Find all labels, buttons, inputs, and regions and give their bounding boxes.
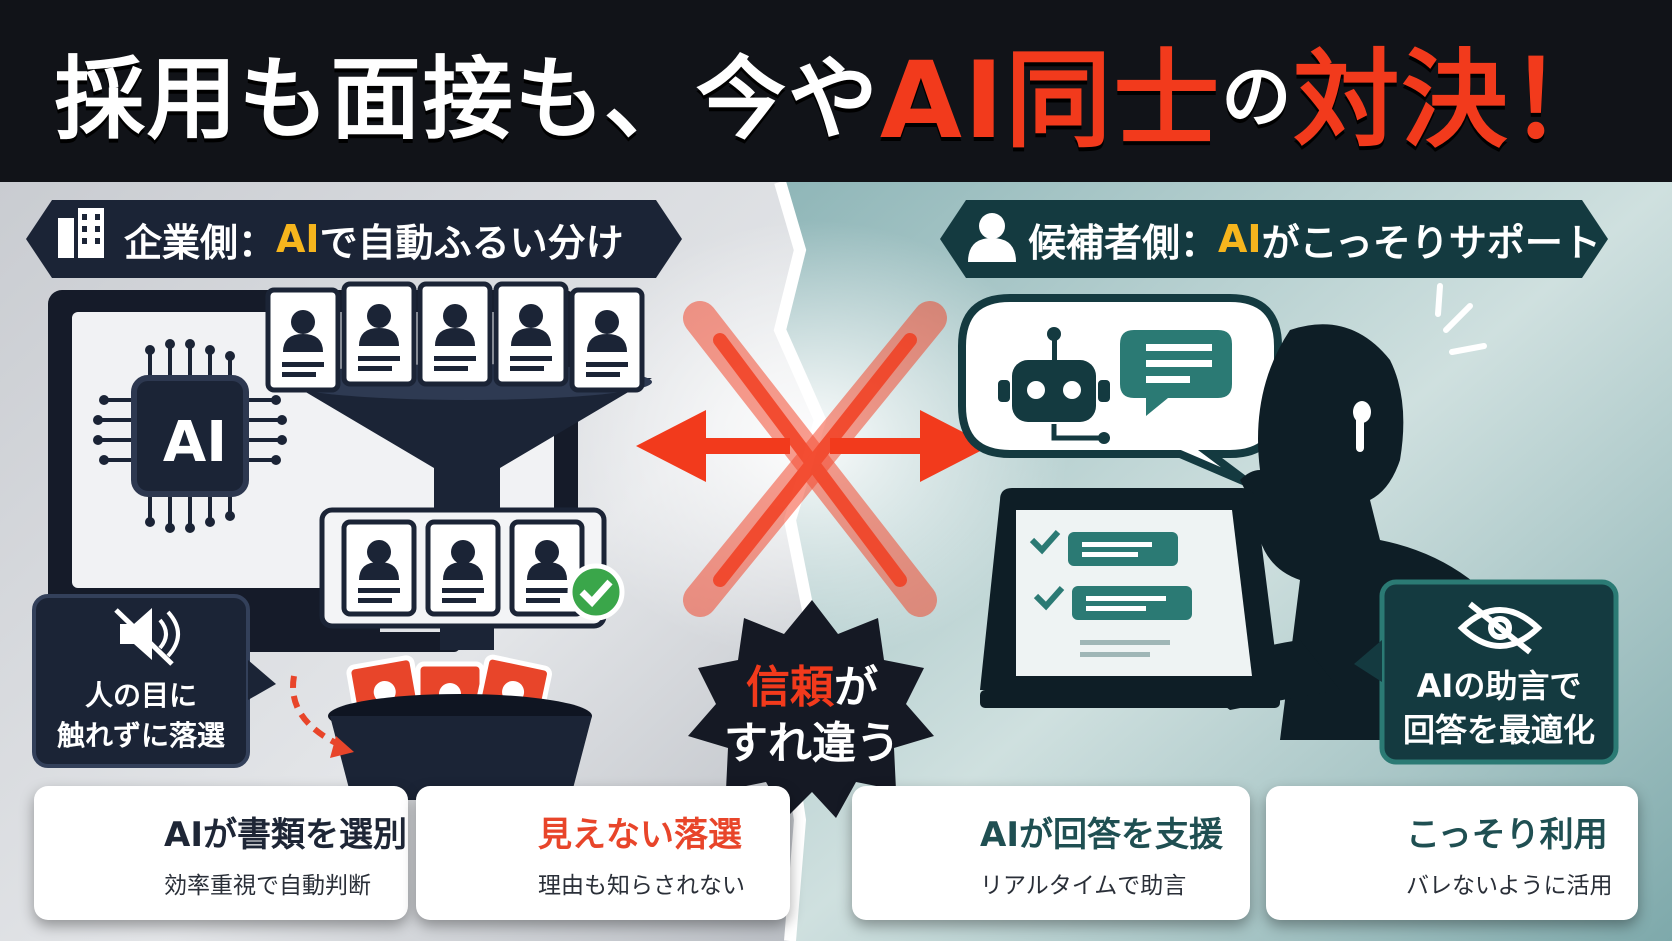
laptop	[980, 488, 1280, 708]
center-burst	[688, 600, 934, 818]
mute-callout-box	[32, 594, 276, 768]
card-ai-answer-support-subtitle: リアルタイムで助言	[980, 872, 1187, 899]
clash-x	[683, 301, 947, 617]
hidden-callout-box	[1354, 579, 1619, 765]
muted-speaker-icon	[114, 608, 180, 666]
burst-line1-white: が	[834, 662, 878, 713]
burst-line1-red: 信頼	[746, 662, 834, 713]
card-secret-use-title: こっそり利用	[1406, 814, 1608, 855]
person-icon	[968, 213, 1016, 262]
title-part4: 対決！	[1293, 39, 1618, 162]
mute-callout: 人の目に 触れずに落選	[34, 676, 248, 756]
left-header-ai: AI	[276, 217, 320, 261]
right-header-suffix: がこっそりサポート	[1261, 220, 1601, 265]
card-ai-screening: AIが書類を選別 効率重視で自動判断	[34, 786, 408, 920]
ai-chip-label: AI	[162, 410, 228, 475]
title-part2: AI同士	[879, 39, 1222, 162]
title-bar	[0, 0, 1672, 182]
hidden-callout: AIの助言で 回答を最適化	[1382, 664, 1616, 752]
robot-icon	[998, 327, 1110, 444]
arrow-left-icon	[636, 410, 790, 482]
title-part3: の	[1221, 55, 1294, 138]
right-header-pill	[940, 200, 1608, 278]
left-header-suffix: で自動ふるい分け	[319, 220, 624, 265]
resume-row-top	[265, 281, 645, 393]
card-secret-use: こっそり利用 バレないように活用	[1266, 786, 1638, 920]
trash-bin	[328, 694, 592, 800]
right-header-prefix: 候補者側：	[1028, 220, 1219, 265]
left-header-pill	[26, 200, 682, 278]
card-invisible-rejection-title: 見えない落選	[538, 814, 742, 855]
center-glow	[550, 220, 1070, 660]
hidden-callout-line2: 回答を最適化	[1402, 711, 1595, 749]
card-invisible-rejection-subtitle: 理由も知らされない	[538, 872, 745, 899]
hidden-callout-line1: AIの助言で	[1416, 667, 1582, 705]
building-icon	[58, 208, 104, 258]
dashed-arrow	[290, 675, 344, 749]
ai-chip-icon	[100, 346, 280, 526]
title-part1: 採用も面接も、今や	[54, 47, 880, 152]
card-ai-screening-title: AIが書類を選別	[164, 814, 407, 855]
right-header-ai: AI	[1218, 217, 1262, 261]
left-header-prefix: 企業側：	[124, 220, 277, 265]
chat-icon	[1120, 330, 1232, 416]
resume-row-middle	[319, 507, 625, 629]
check-badge-icon	[567, 563, 625, 621]
center-burst-label: 信頼が すれ違う	[712, 660, 912, 772]
card-invisible-rejection: 見えない落選 理由も知らされない	[416, 786, 790, 920]
arrow-right-icon	[830, 410, 990, 482]
burst-line2: すれ違う	[724, 718, 900, 769]
mute-callout-line2: 触れずに落選	[56, 719, 225, 752]
earbud-icon	[1353, 401, 1371, 452]
card-ai-screening-subtitle: 効率重視で自動判断	[164, 872, 371, 899]
mute-callout-line1: 人の目に	[84, 679, 197, 712]
alert-lines	[1435, 283, 1487, 355]
main-title: 採用も面接も、今や AI同士 の 対決！	[0, 0, 1672, 182]
card-ai-answer-support-title: AIが回答を支援	[980, 814, 1223, 855]
card-ai-answer-support: AIが回答を支援 リアルタイムで助言	[852, 786, 1250, 920]
eye-slash-icon	[1457, 601, 1543, 655]
card-secret-use-subtitle: バレないように活用	[1406, 872, 1613, 899]
